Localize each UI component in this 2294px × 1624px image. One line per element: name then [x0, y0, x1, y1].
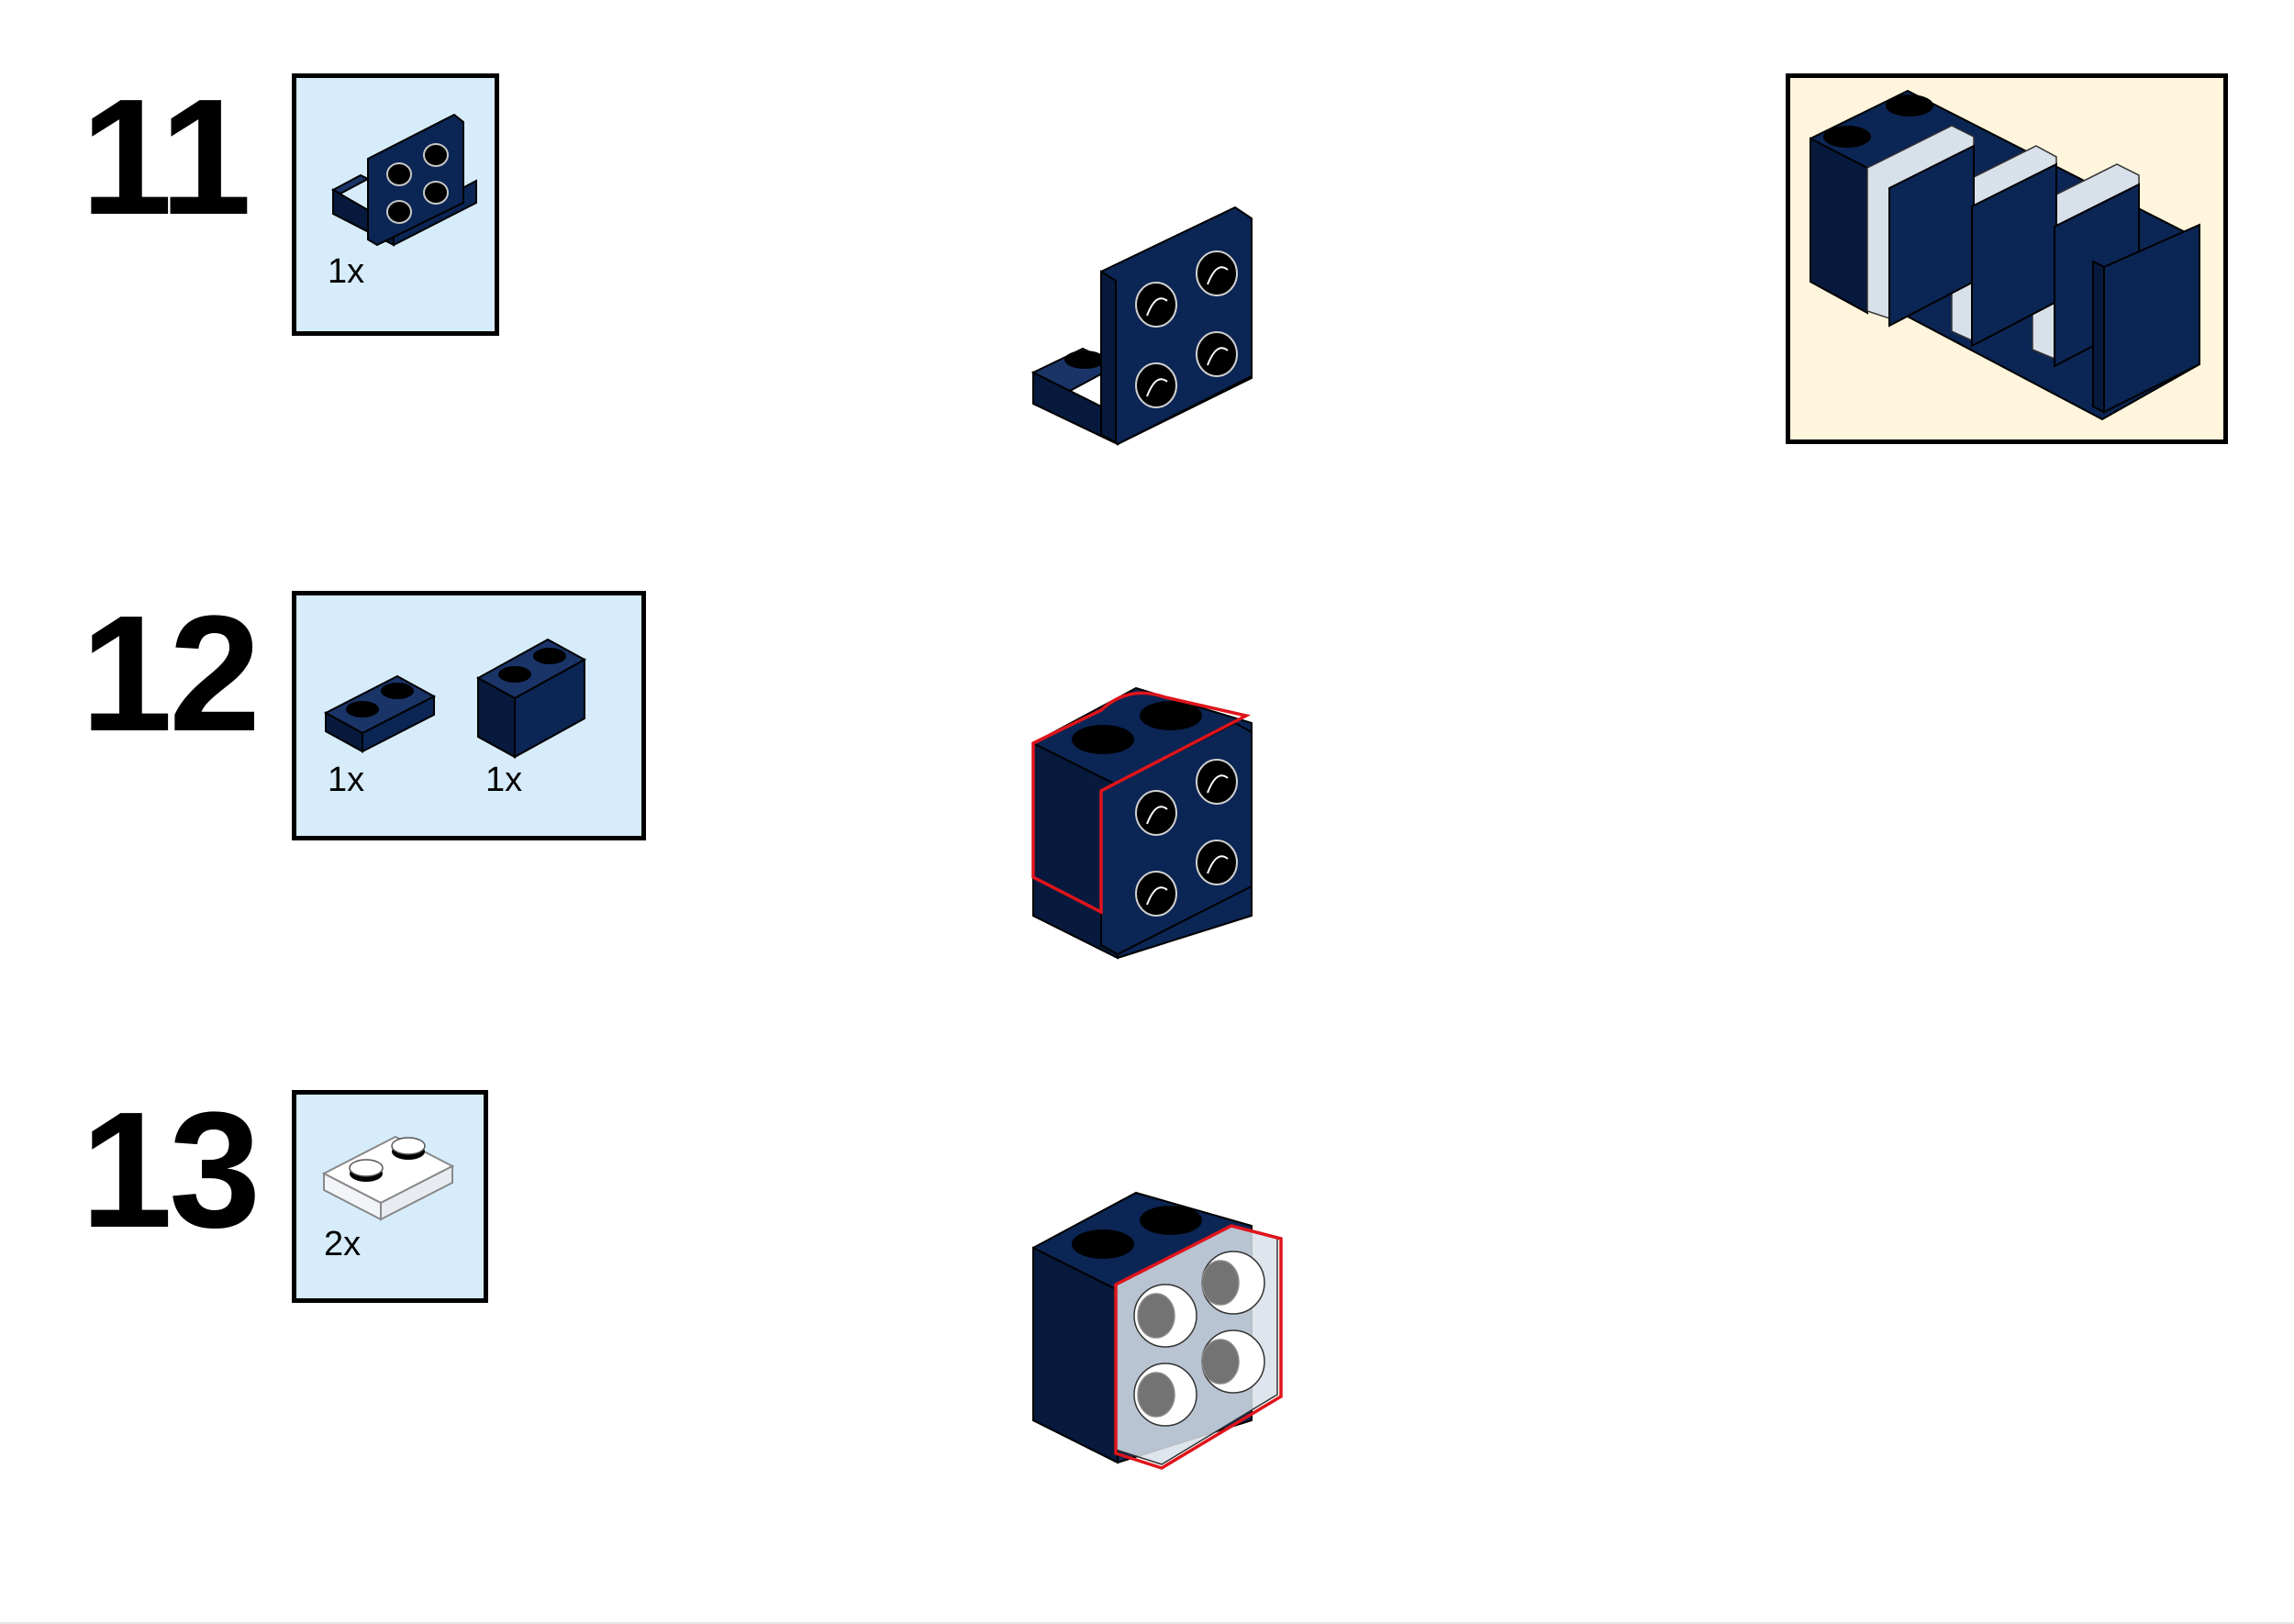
step-11-model-bracket [1028, 202, 1266, 459]
bracket-part-icon [330, 113, 477, 247]
page-bottom-divider [0, 1622, 2294, 1624]
parts-list-step-11: 1x [292, 73, 499, 336]
plate-and-brick-part-icons [323, 638, 587, 759]
trans-clear-plate-part-icon [321, 1135, 455, 1221]
step-13-model [1028, 1178, 1294, 1481]
step-12-model [1028, 675, 1266, 960]
part-quantity: 1x [328, 252, 365, 291]
parts-list-step-13: 2x [292, 1090, 488, 1303]
assembly-preview-image [1810, 89, 2200, 421]
assembly-preview-callout [1786, 73, 2228, 444]
part-quantity: 1x [328, 761, 365, 799]
step-number-13: 13 [81, 1078, 261, 1262]
part-quantity: 2x [324, 1225, 362, 1263]
parts-list-step-12: 1x 1x [292, 591, 646, 840]
step-number-12: 12 [81, 582, 261, 766]
step-number-11: 11 [81, 65, 251, 250]
part-quantity: 1x [485, 761, 523, 799]
